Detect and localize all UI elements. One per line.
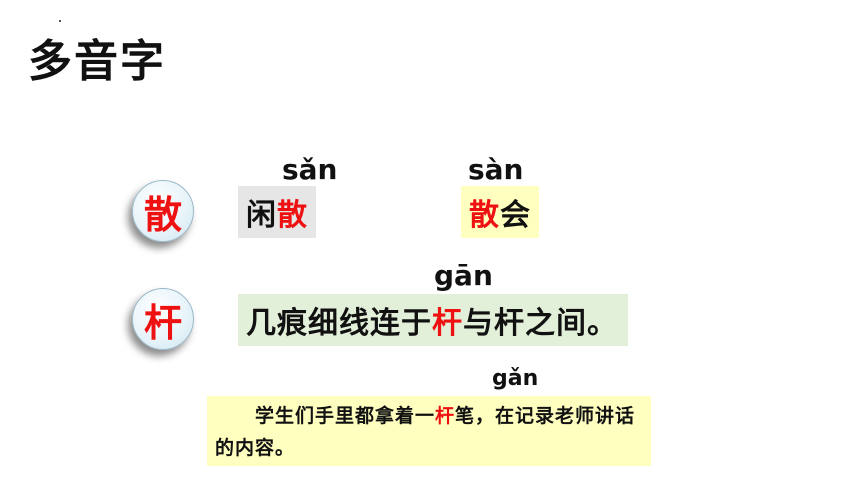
pinyin-san4: sàn <box>468 153 524 186</box>
char-glyph: 杆 <box>143 300 182 345</box>
char-glyph: 散 <box>143 192 182 237</box>
word-key: 散 <box>277 198 308 233</box>
word-xiansan: 闲散 <box>238 186 316 238</box>
page-title: 多音字 <box>28 36 166 87</box>
sentence-gan3: 学生们手里都拿着一杆笔，在记录老师讲话的内容。 <box>207 396 651 466</box>
sentence-post: 笔，在记录老师讲话的内容。 <box>215 405 636 459</box>
char-circle-gan: 杆 <box>132 288 194 350</box>
word-key: 散 <box>469 198 500 233</box>
sentence-key: 杆 <box>435 405 456 427</box>
word-post: 会 <box>500 198 531 233</box>
sentence-gan1: 几痕细线连于杆与杆之间。 <box>238 294 628 346</box>
pinyin-gan3: gǎn <box>492 366 539 391</box>
sentence-pre: 几痕细线连于 <box>246 306 432 341</box>
sentence-key: 杆 <box>432 306 463 341</box>
word-pre: 闲 <box>246 198 277 233</box>
sentence-pre: 学生们手里都拿着一 <box>255 405 436 427</box>
decorative-dot <box>59 20 61 22</box>
word-sanhui: 散会 <box>461 186 539 238</box>
sentence-post: 与杆之间。 <box>463 306 618 341</box>
pinyin-gan1: gān <box>434 259 493 292</box>
char-circle-san: 散 <box>132 180 194 242</box>
pinyin-san3: sǎn <box>282 153 338 186</box>
